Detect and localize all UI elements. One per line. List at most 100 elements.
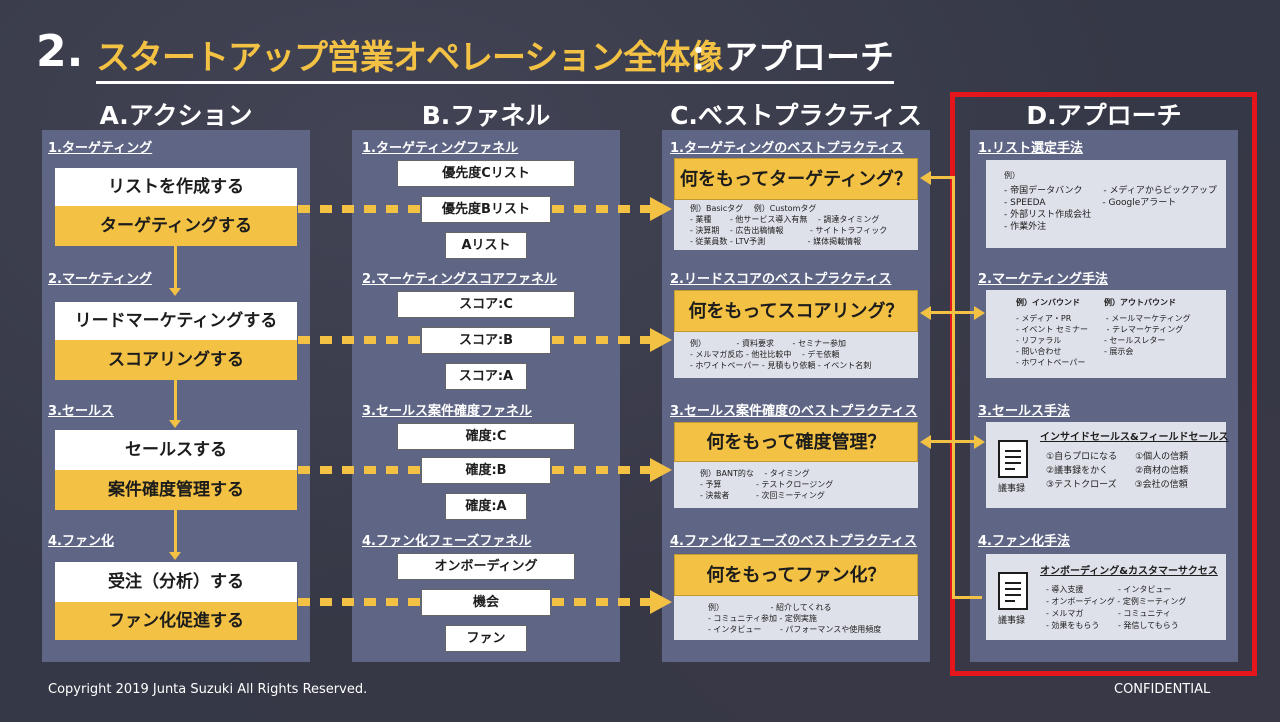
funnel-item: 優先度Bリスト — [421, 196, 551, 223]
approach-section-title: 2.マーケティング手法 — [978, 272, 1108, 287]
funnel-item: Aリスト — [445, 232, 527, 259]
approach-section-title: 1.リスト選定手法 — [978, 141, 1083, 156]
approach-heading: インサイドセールス&フィールドセールス — [1040, 432, 1229, 443]
down-arrow-icon — [169, 420, 181, 428]
page-subtitle: ：アプローチ — [690, 30, 894, 84]
funnel-section-title: 1.ターゲティングファネル — [362, 141, 519, 156]
dashed-connector — [298, 336, 420, 344]
approach-heading: オンボーディング&カスタマーサクセス — [1040, 566, 1218, 577]
approach-text: 例） — [1004, 171, 1020, 180]
funnel-item: 機会 — [421, 589, 551, 616]
dashed-connector — [298, 598, 420, 606]
down-arrow-icon — [169, 288, 181, 296]
best-practice-text: - 決裁者 - 次回ミーティング — [700, 491, 825, 500]
left-arrow-icon — [920, 435, 931, 449]
best-practice-question: 何をもって確度管理？ — [674, 422, 918, 462]
funnel-item: 優先度Cリスト — [397, 160, 575, 187]
best-practice-text: 例） - 紹介してくれる — [708, 603, 832, 612]
approach-text: - メディア・PR - メールマーケティング — [1016, 314, 1191, 323]
best-practice-text: - コミュニティ参加 - 定例実施 — [708, 614, 817, 623]
best-practice-section-title: 4.ファン化フェーズのベストプラクティス — [670, 534, 917, 549]
action-white-box: リストを作成する — [55, 168, 297, 206]
action-gold-box: ファン化促進する — [55, 602, 297, 640]
best-practice-section-title: 3.セールス案件確度のベストプラクティス — [670, 404, 918, 419]
document-icon — [998, 572, 1028, 610]
connector-line — [952, 176, 955, 598]
flow-line — [174, 246, 177, 288]
approach-text: - オンボーディング - 定例ミーティング — [1046, 597, 1187, 606]
right-arrow-icon — [650, 458, 672, 482]
approach-text: - 導入支援 - インタビュー — [1046, 585, 1172, 594]
best-practice-question: 何をもってターゲティング？ — [674, 158, 918, 200]
right-arrow-icon — [650, 590, 672, 614]
approach-text: - 問い合わせ - 展示会 — [1016, 347, 1134, 356]
approach-section-title: 3.セールス手法 — [978, 404, 1070, 419]
action-gold-box: 案件確度管理する — [55, 470, 297, 510]
left-arrow-icon — [920, 306, 931, 320]
flow-line — [174, 510, 177, 552]
approach-text: - 作業外注 — [1004, 222, 1047, 232]
approach-text: ②議事録をかく ②商材の信頼 — [1046, 466, 1189, 476]
approach-section-title: 4.ファン化手法 — [978, 534, 1070, 549]
funnel-section-title: 2.マーケティングスコアファネル — [362, 272, 557, 287]
dashed-connector — [552, 598, 652, 606]
column-header-funnel: B.ファネル — [421, 101, 551, 130]
best-practice-section-title: 2.リードスコアのベストプラクティス — [670, 272, 892, 287]
funnel-item: スコア:A — [445, 363, 527, 390]
approach-text: - 外部リスト作成会社 — [1004, 210, 1092, 220]
best-practice-question: 何をもってスコアリング？ — [674, 290, 918, 332]
page-title: スタートアップ営業オペレーション全体像 — [96, 30, 723, 84]
connector-line — [952, 596, 982, 599]
approach-text: - SPEEDA - Googleアラート — [1004, 198, 1177, 208]
approach-card — [986, 160, 1226, 248]
best-practice-text: - インタビュー - パフォーマンスや使用頻度 — [708, 625, 882, 634]
approach-text: - 帝国データバンク - メディアからピックアップ — [1004, 186, 1217, 196]
funnel-section-title: 3.セールス案件確度ファネル — [362, 404, 532, 419]
best-practice-text: - 業種 - 他サービス導入有無 - 調達タイミング — [690, 215, 880, 224]
dashed-connector — [552, 336, 652, 344]
funnel-item: スコア:B — [421, 327, 551, 354]
best-practice-text: - メルマガ反応 - 他社比較中 - デモ依頼 — [690, 350, 840, 359]
connector-line — [930, 440, 974, 443]
dashed-connector — [552, 466, 652, 474]
left-arrow-icon — [920, 171, 931, 185]
approach-card — [986, 290, 1226, 378]
right-arrow-icon — [974, 306, 985, 320]
best-practice-text: - ホワイトペーパー - 見積もり依頼 - イベント名刺 — [690, 361, 872, 370]
dashed-connector — [552, 205, 652, 213]
funnel-item: スコア:C — [397, 291, 575, 318]
action-section-title: 4.ファン化 — [48, 534, 114, 549]
approach-text: ①自らプロになる ①個人の信頼 — [1046, 452, 1189, 462]
funnel-item: オンボーディング — [397, 553, 575, 580]
approach-text: - 効果をもらう - 発信してもらう — [1046, 621, 1179, 630]
document-label: 議事録 — [998, 616, 1026, 626]
funnel-item: 確度:A — [445, 493, 527, 520]
best-practice-text: 例）BANT的な - タイミング — [700, 469, 810, 478]
approach-text: 例）インバウンド 例）アウトバウンド — [1016, 298, 1176, 307]
right-arrow-icon — [650, 197, 672, 221]
copyright: Copyright 2019 Junta Suzuki All Rights R… — [48, 682, 368, 697]
action-section-title: 2.マーケティング — [48, 272, 152, 287]
best-practice-section-title: 1.ターゲティングのベストプラクティス — [670, 141, 904, 156]
action-white-box: セールスする — [55, 430, 297, 470]
dashed-connector — [298, 205, 420, 213]
best-practice-text: - 従業員数 - LTV予測 - 媒体掲載情報 — [690, 237, 862, 246]
approach-text: - ホワイトペーパー — [1016, 358, 1086, 367]
dashed-connector — [298, 466, 420, 474]
best-practice-question: 何をもってファン化？ — [674, 554, 918, 596]
action-gold-box: ターゲティングする — [55, 206, 297, 246]
approach-text: - リファラル - セールスレター — [1016, 336, 1166, 345]
action-gold-box: スコアリングする — [55, 340, 297, 380]
right-arrow-icon — [650, 328, 672, 352]
approach-text: - イベント セミナー - テレマーケティング — [1016, 325, 1184, 334]
right-arrow-icon — [974, 435, 985, 449]
action-white-box: リードマーケティングする — [55, 302, 297, 340]
funnel-item: 確度:C — [397, 423, 575, 450]
flow-line — [174, 380, 177, 420]
best-practice-text: - 予算 - テストクロージング — [700, 480, 834, 489]
funnel-item: ファン — [445, 625, 527, 652]
confidential-label: CONFIDENTIAL — [1114, 682, 1211, 697]
funnel-section-title: 4.ファン化フェーズファネル — [362, 534, 532, 549]
approach-text: - メルマガ - コミュニティ — [1046, 609, 1171, 618]
connector-line — [930, 176, 954, 179]
